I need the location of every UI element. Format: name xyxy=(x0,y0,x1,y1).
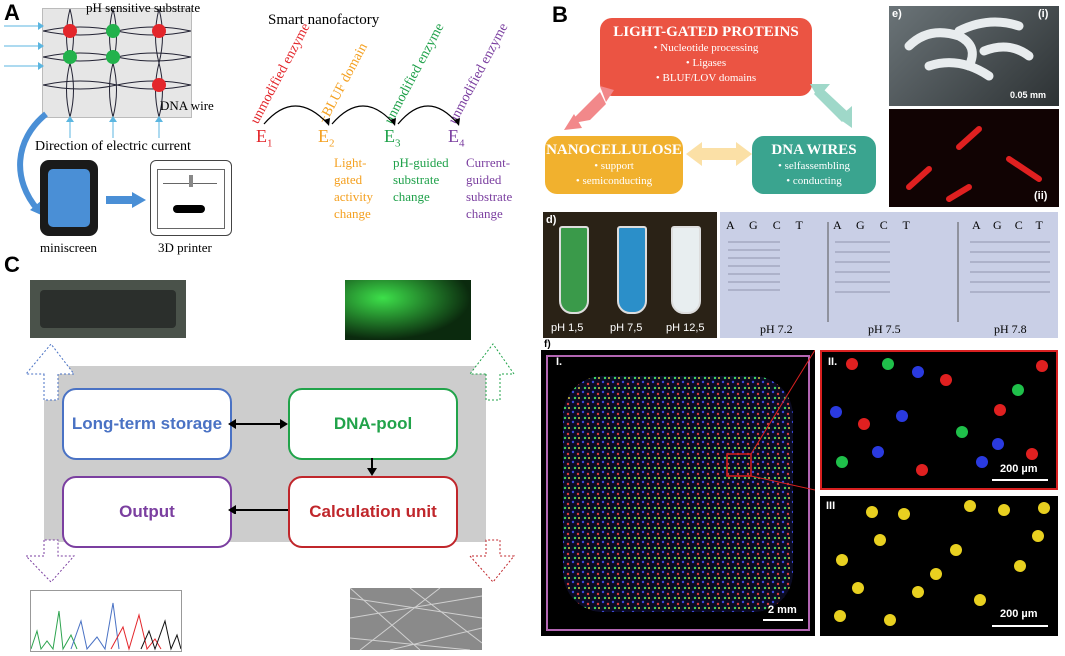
output-box: Output xyxy=(62,476,232,548)
dna-wire-grid-drawing xyxy=(42,8,192,118)
storage-label: Long-term storage xyxy=(71,414,223,433)
tubes-photo xyxy=(543,212,717,338)
factory-title: Smart nanofactory xyxy=(268,12,380,28)
micrograph-e-i-drawing xyxy=(904,17,1034,81)
e-ii-label: (ii) xyxy=(1034,190,1048,202)
micrograph-f-i xyxy=(541,349,816,636)
scale-f3: 200 µm xyxy=(1000,608,1038,620)
proteins-item-1: • Nucleotide processing xyxy=(653,42,759,54)
gel-bands-drawing xyxy=(728,222,1050,322)
gel-lanes-1: A G C T xyxy=(726,218,803,232)
enzyme-2-desc: Light-gated activity change xyxy=(334,155,373,221)
gel-ph-3: pH 7.8 xyxy=(994,322,1027,336)
gel-ph-2: pH 7.5 xyxy=(868,322,901,336)
light-gated-proteins-box: LIGHT-GATED PROTEINS • Nucleotide proces… xyxy=(600,18,812,96)
enzyme-1: E1 xyxy=(256,126,273,150)
output-label: Output xyxy=(119,502,175,521)
current-up-arrows xyxy=(60,116,180,143)
sem-photo xyxy=(349,587,483,651)
nanocellulose-box: NANOCELLULOSE • support • semiconducting xyxy=(545,136,683,194)
nanocellulose-item-1: • support xyxy=(594,160,634,172)
gel-image xyxy=(720,212,1058,338)
chromatogram xyxy=(30,590,182,652)
tube-2 xyxy=(617,226,647,314)
gel-lanes-3: A G C T xyxy=(972,218,1043,232)
flow-outline-arrows xyxy=(0,330,540,591)
enzyme-3: E3 xyxy=(384,126,401,150)
dna-wires-box: DNA WIRES • selfassembling • conducting xyxy=(752,136,876,194)
current-arrows-left xyxy=(4,20,44,85)
enzyme-4-desc: Current-guided substrate change xyxy=(466,155,513,221)
micrograph-f-ii xyxy=(820,350,1058,490)
storage-photo xyxy=(30,280,186,338)
tube-1-ph: pH 1,5 xyxy=(551,322,584,334)
printer-icon xyxy=(150,160,232,236)
dna-wires-title: DNA WIRES xyxy=(771,142,857,158)
enzyme-3-desc: pH-guided substrate change xyxy=(393,155,449,204)
micrograph-f-ii-drawing xyxy=(830,358,1048,481)
calc-box: Calculation unit xyxy=(288,476,458,548)
tube-2-ph: pH 7,5 xyxy=(610,322,643,334)
micrograph-f-iii-drawing xyxy=(834,500,1050,627)
gel-lanes-2: A G C T xyxy=(833,218,910,232)
pool-label: DNA-pool xyxy=(333,414,413,433)
micrograph-f-i-drawing xyxy=(546,349,816,631)
dna-wire-label: DNA wire xyxy=(160,98,214,113)
miniscreen-label: miniscreen xyxy=(40,240,98,255)
f-ii-label: II. xyxy=(828,356,838,368)
micrograph-f-iii xyxy=(820,496,1058,636)
fluorescence-photo xyxy=(345,280,471,340)
nanocellulose-item-2: • semiconducting xyxy=(575,175,653,187)
enzyme-4: E4 xyxy=(448,126,465,150)
b-arrows xyxy=(560,84,860,189)
e-label: e) xyxy=(892,8,902,20)
proteins-title: LIGHT-GATED PROTEINS xyxy=(613,24,799,40)
f-label: f) xyxy=(544,339,551,350)
scale-f2: 200 µm xyxy=(1000,463,1038,475)
d-label: d) xyxy=(546,214,557,226)
enzyme-arcs xyxy=(250,88,480,133)
sem-fibers-drawing xyxy=(349,587,483,651)
calc-label: Calculation unit xyxy=(309,502,437,521)
tube-3-ph: pH 12,5 xyxy=(666,322,705,334)
flow-arrows xyxy=(228,414,388,519)
proteins-item-2: • Ligases xyxy=(685,57,727,69)
chromatogram-drawing xyxy=(30,602,182,651)
current-label: Direction of electric current xyxy=(35,139,191,154)
tube-3 xyxy=(671,226,701,314)
scale-e: 0.05 mm xyxy=(1010,90,1047,100)
f-iii-label: III xyxy=(826,500,836,512)
micrograph-e-ii xyxy=(889,109,1059,207)
gel-ph-1: pH 7.2 xyxy=(760,322,793,336)
micrograph-e-ii-drawing xyxy=(906,126,1042,202)
miniscreen-device xyxy=(40,160,98,236)
storage-box: Long-term storage xyxy=(62,388,232,460)
pool-box: DNA-pool xyxy=(288,388,458,460)
proteins-item-3: • BLUF/LOV domains xyxy=(655,72,757,84)
dna-wire-grid xyxy=(42,8,192,118)
substrate-label: pH sensitive substrate xyxy=(86,0,201,15)
panel-a-letter: A xyxy=(4,0,20,25)
dna-wires-item-1: • selfassembling xyxy=(778,160,850,172)
f-i-label: I. xyxy=(556,356,563,368)
arrow-to-printer xyxy=(106,192,146,213)
e-i-label: (i) xyxy=(1038,8,1049,20)
micrograph-e-i xyxy=(889,6,1059,106)
scale-f1: 2 mm xyxy=(768,604,797,616)
tube-1 xyxy=(559,226,589,314)
panel-b-letter: B xyxy=(552,2,568,27)
printer-label: 3D printer xyxy=(158,240,212,255)
dna-wires-item-2: • conducting xyxy=(786,175,842,187)
nanocellulose-title: NANOCELLULOSE xyxy=(546,142,682,158)
enzyme-2: E2 xyxy=(318,126,335,150)
panel-c-letter: C xyxy=(4,252,20,277)
